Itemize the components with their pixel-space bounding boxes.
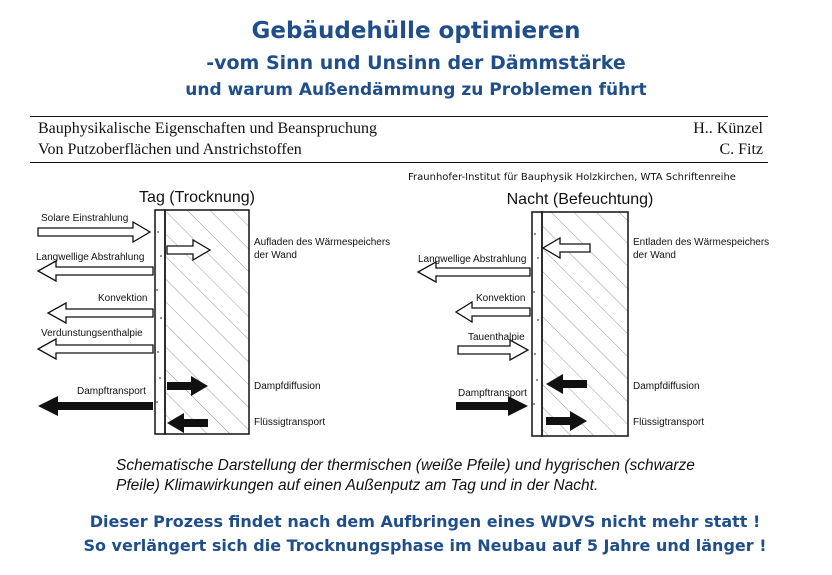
night-convection-arrow (454, 300, 531, 324)
night-convection-label: Konvektion (476, 293, 525, 304)
day-plaster-layer (154, 209, 166, 435)
night-heat-storage-arrow (541, 236, 591, 260)
night-longwave-label: Langwellige Abstrahlung (418, 254, 526, 265)
day-heat-storage-label-2: der Wand (254, 250, 297, 261)
day-vapor-diffusion-label: Dampfdiffusion (254, 381, 321, 392)
day-wall (164, 209, 250, 435)
night-heat-storage-label-2: der Wand (633, 250, 676, 261)
day-longwave-label: Langwellige Abstrahlung (36, 252, 144, 263)
conclusion-line-2: So verlängert sich die Trocknungsphase i… (83, 536, 767, 555)
night-diagram: Nacht (Befeuchtung) Langwellige Abstrahl… (416, 191, 769, 437)
day-plaster-pores (156, 231, 162, 403)
night-longwave-arrow (416, 260, 531, 284)
night-vapor-transport-arrow (456, 396, 528, 416)
night-vapor-diffusion-arrow (546, 374, 587, 394)
day-solar-arrow (37, 220, 152, 244)
day-heat-storage-arrow (166, 238, 212, 262)
slide-subtitle-2: und warum Außendämmung zu Problemen führ… (185, 80, 647, 100)
night-liquid-transport-label: Flüssigtransport (633, 417, 704, 428)
day-convection-arrow (46, 301, 154, 325)
night-plaster-layer (531, 211, 543, 437)
night-plaster-pores (533, 233, 539, 405)
night-dew-arrow (457, 338, 530, 362)
day-vapor-diffusion-arrow (167, 376, 208, 396)
paper-title-line-1: Bauphysikalische Eigenschaften und Beans… (38, 120, 378, 137)
header-rule-top (30, 116, 768, 117)
institute-label: Fraunhofer-Institut für Bauphysik Holzki… (408, 172, 736, 183)
day-liquid-transport-arrow (167, 413, 208, 433)
diagram-caption-line-2: Pfeile) Klimawirkungen auf einen Außenpu… (116, 477, 599, 494)
night-dew-label: Tauenthalpie (468, 332, 525, 343)
day-convection-label: Konvektion (98, 293, 147, 304)
day-evaporation-label: Verdunstungsenthalpie (41, 328, 143, 339)
day-evaporation-arrow (36, 337, 154, 361)
slide-title: Gebäudehülle optimieren (251, 18, 581, 44)
day-diagram: Tag (Trocknung) Solare Einstrahlung Lang… (36, 189, 390, 435)
paper-author-1: H.. Künzel (693, 120, 763, 137)
night-liquid-transport-arrow (546, 411, 587, 431)
day-title: Tag (Trocknung) (139, 189, 255, 206)
day-liquid-transport-label: Flüssigtransport (254, 417, 325, 428)
day-solar-label: Solare Einstrahlung (41, 213, 128, 224)
night-heat-storage-label-1: Entladen des Wärmespeichers (633, 237, 769, 248)
night-title: Nacht (Befeuchtung) (507, 191, 654, 208)
slide-subtitle-1: -vom Sinn und Unsinn der Dämmstärke (206, 52, 626, 74)
diagram-caption-line-1: Schematische Darstellung der thermischen… (116, 457, 695, 474)
day-heat-storage-label-1: Aufladen des Wärmespeichers (254, 237, 390, 248)
paper-author-2: C. Fitz (719, 141, 763, 158)
day-vapor-transport-arrow (38, 396, 153, 416)
night-vapor-transport-label: Dampftransport (458, 388, 527, 399)
header-rule-bottom (30, 162, 768, 163)
day-longwave-arrow (36, 259, 154, 283)
day-vapor-transport-label: Dampftransport (77, 386, 146, 397)
paper-title-line-2: Von Putzoberflächen und Anstrichstoffen (38, 141, 302, 158)
night-vapor-diffusion-label: Dampfdiffusion (633, 381, 700, 392)
conclusion-line-1: Dieser Prozess findet nach dem Aufbringe… (89, 512, 761, 531)
